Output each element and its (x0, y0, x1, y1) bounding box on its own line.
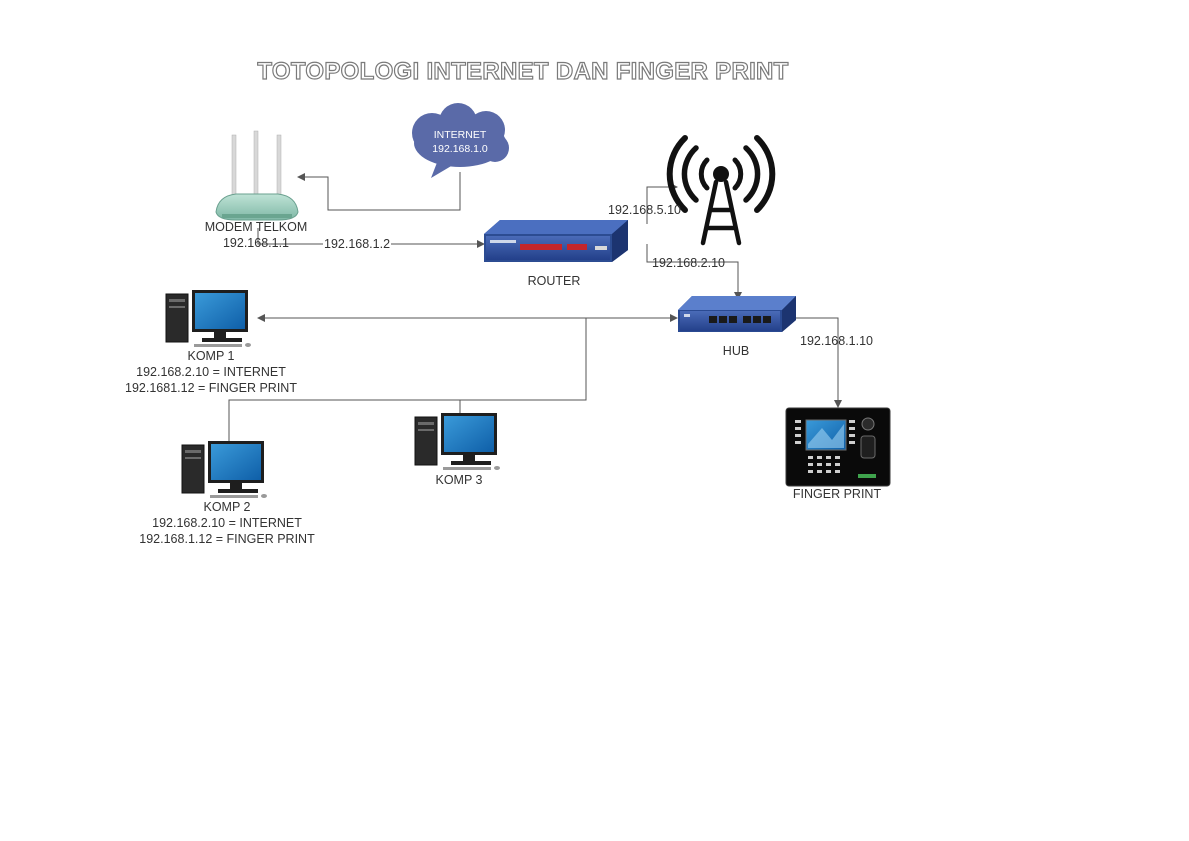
modem-name: MODEM TELKOM (204, 220, 308, 234)
link-label-modem-router: 192.168.1.2 (323, 236, 392, 252)
network-switch-icon (678, 296, 796, 332)
fingerprint-label: FINGER PRINT (792, 487, 882, 501)
radio-tower-icon (666, 135, 776, 246)
link-label-router-tower: 192.168.5.10 (608, 203, 681, 217)
link-router-hub (646, 244, 742, 300)
fingerprint-terminal-icon (785, 407, 891, 487)
komp1-ip-fingerprint: 192.1681.12 = FINGER PRINT (125, 381, 297, 395)
link-komp-bus (228, 318, 587, 441)
komp2-ip-fingerprint: 192.168.1.12 = FINGER PRINT (139, 532, 315, 546)
komp2-ip-internet: 192.168.2.10 = INTERNET (152, 516, 302, 530)
komp1-ip-internet: 192.168.2.10 = INTERNET (136, 365, 286, 379)
hub-label: HUB (722, 344, 750, 358)
komp2-name: KOMP 2 (203, 500, 251, 514)
link-router-tower (646, 183, 678, 224)
komp1-label: KOMP 1 192.168.2.10 = INTERNET 192.1681.… (125, 348, 297, 396)
link-hub-fingerprint (796, 317, 842, 408)
komp3-label: KOMP 3 (435, 473, 483, 487)
komp1-name: KOMP 1 (187, 349, 235, 363)
link-label-router-hub: 192.168.2.10 (652, 256, 725, 270)
modem-ip: 192.168.1.1 (222, 236, 290, 250)
diagram-title: TOTOPOLOGI INTERNET DAN FINGER PRINT (257, 57, 789, 85)
connections (228, 172, 842, 441)
router-label: ROUTER (527, 274, 581, 288)
wifi-router-icon (215, 130, 299, 221)
cloud-icon (412, 103, 509, 178)
komp2-label: KOMP 2 192.168.2.10 = INTERNET 192.168.1… (139, 499, 314, 547)
desktop-computer-icon (165, 290, 251, 347)
link-label-hub-fingerprint: 192.168.1.10 (800, 334, 873, 348)
internet-cloud-label: INTERNET 192.168.1.0 (432, 128, 487, 156)
modem-label: MODEM TELKOM 192.168.1.1 (205, 219, 308, 251)
desktop-computer-icon (414, 413, 500, 470)
desktop-computer-icon (181, 441, 267, 498)
internet-label: INTERNET (433, 129, 487, 141)
link-internet-modem (297, 172, 461, 211)
link-modem-router (257, 228, 485, 248)
internet-ip: 192.168.1.0 (432, 143, 488, 155)
router-icon (484, 220, 628, 262)
